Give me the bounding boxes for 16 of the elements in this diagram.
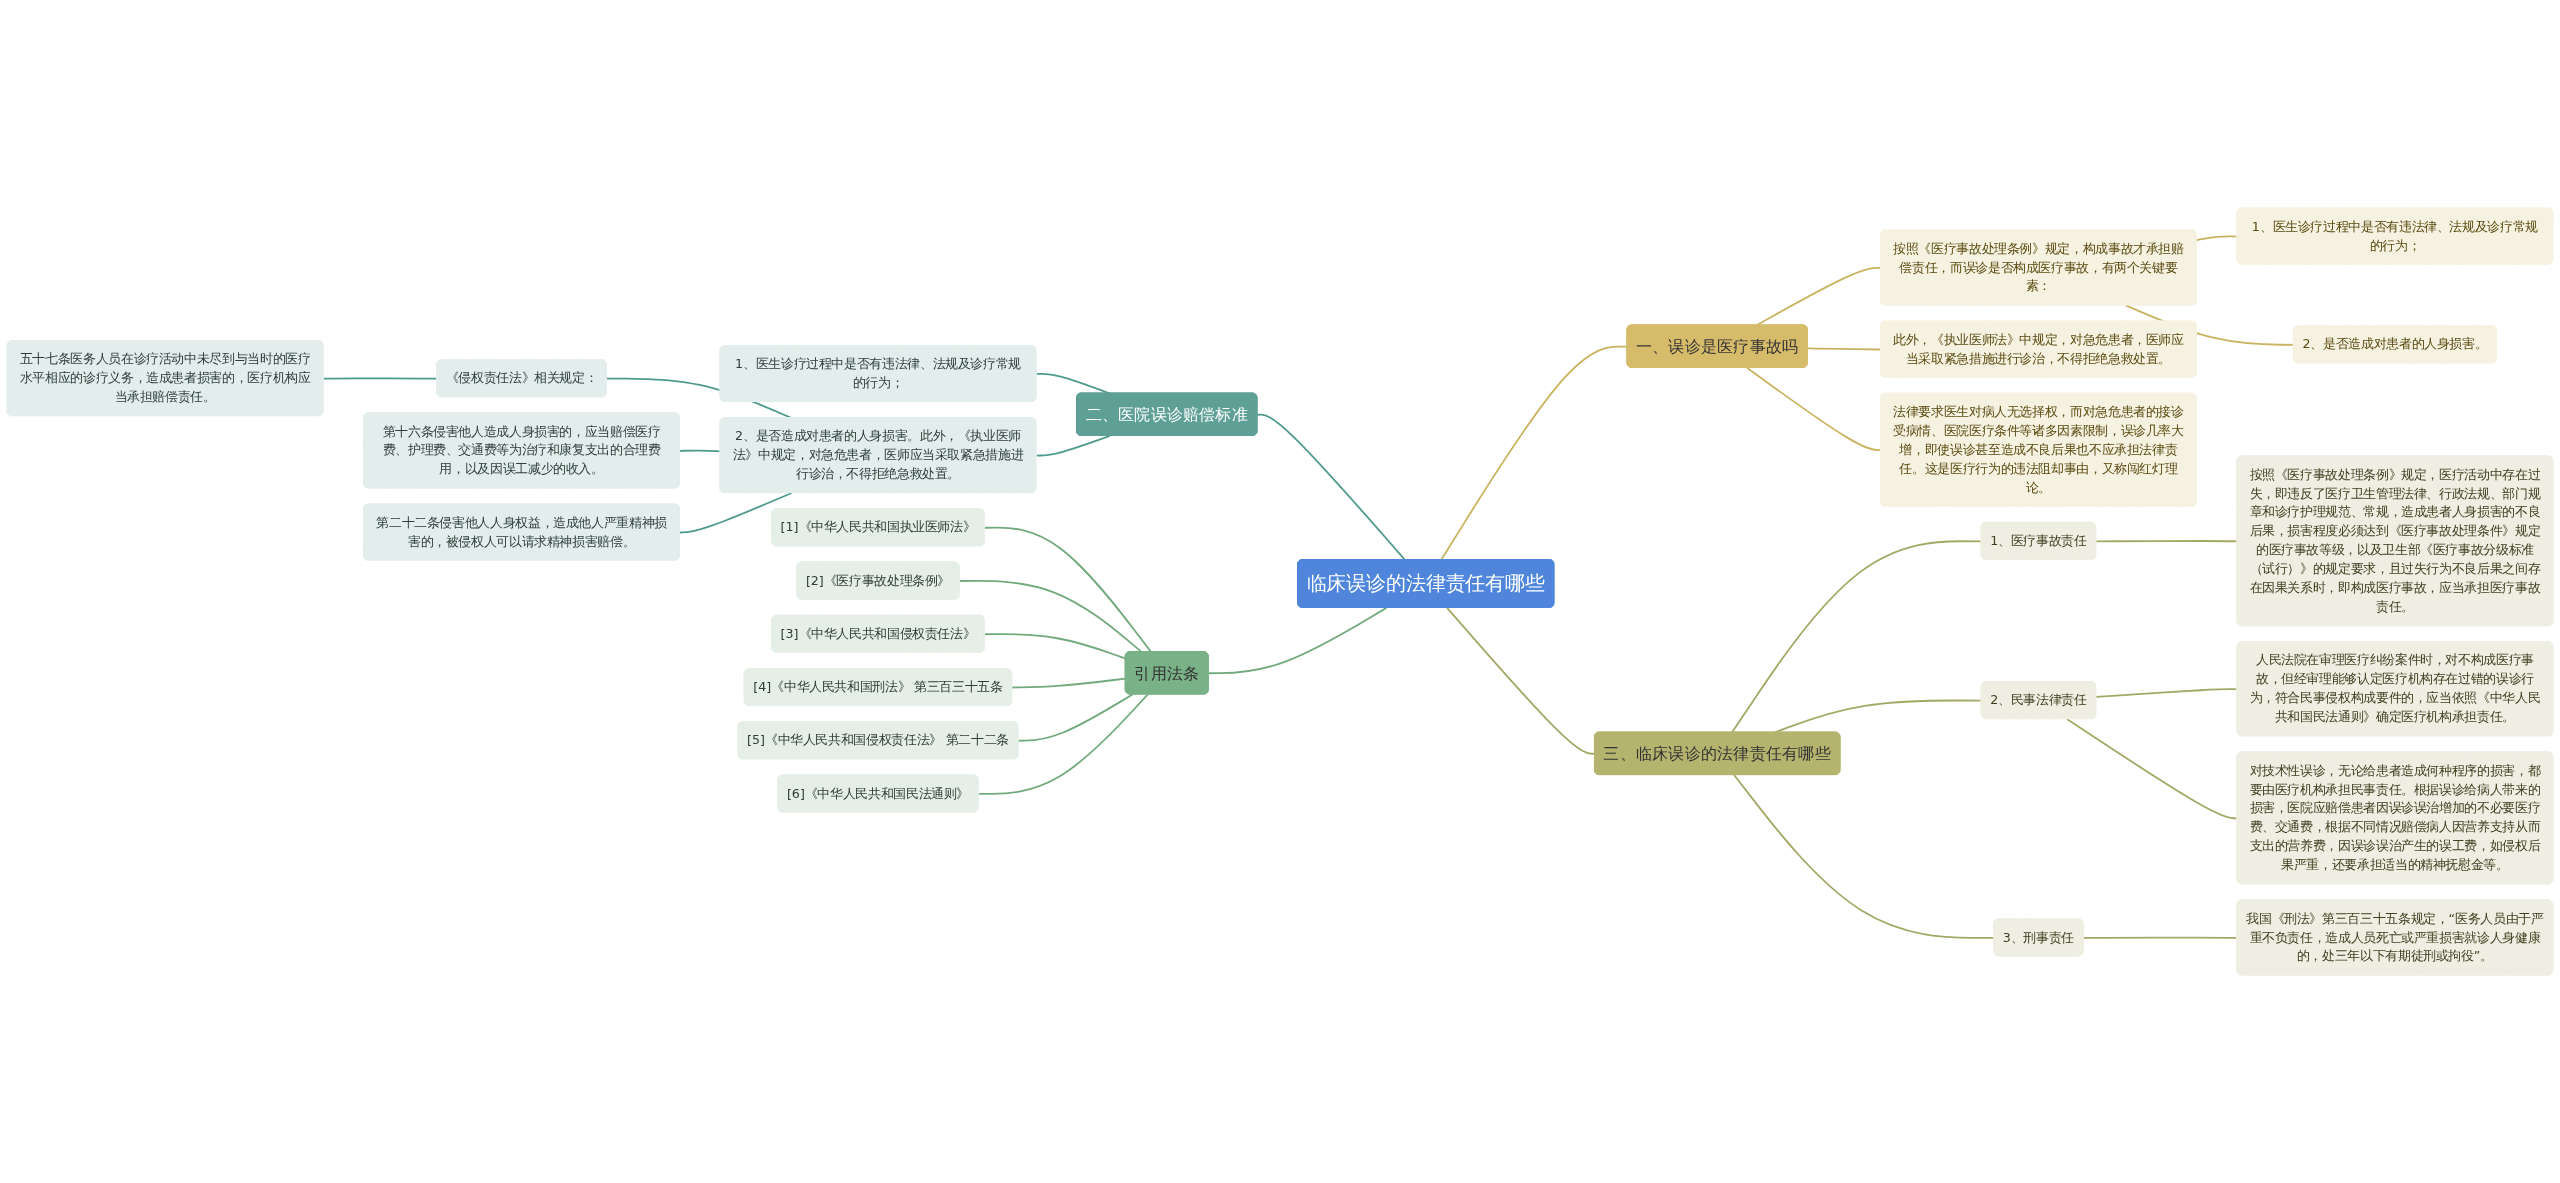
connector <box>1773 699 1983 734</box>
connector <box>1011 677 1127 689</box>
connector <box>1807 347 1882 351</box>
connector <box>1256 413 1407 561</box>
connector <box>1746 366 1882 452</box>
connector <box>679 449 722 453</box>
connector <box>977 693 1149 795</box>
connector <box>1446 606 1596 755</box>
connector <box>1207 606 1388 675</box>
connector <box>983 526 1152 653</box>
connector <box>958 580 1143 653</box>
connector <box>1017 693 1134 742</box>
connector <box>983 633 1127 660</box>
connector <box>679 492 793 534</box>
connector <box>1035 435 1111 457</box>
connector <box>1731 540 1983 734</box>
